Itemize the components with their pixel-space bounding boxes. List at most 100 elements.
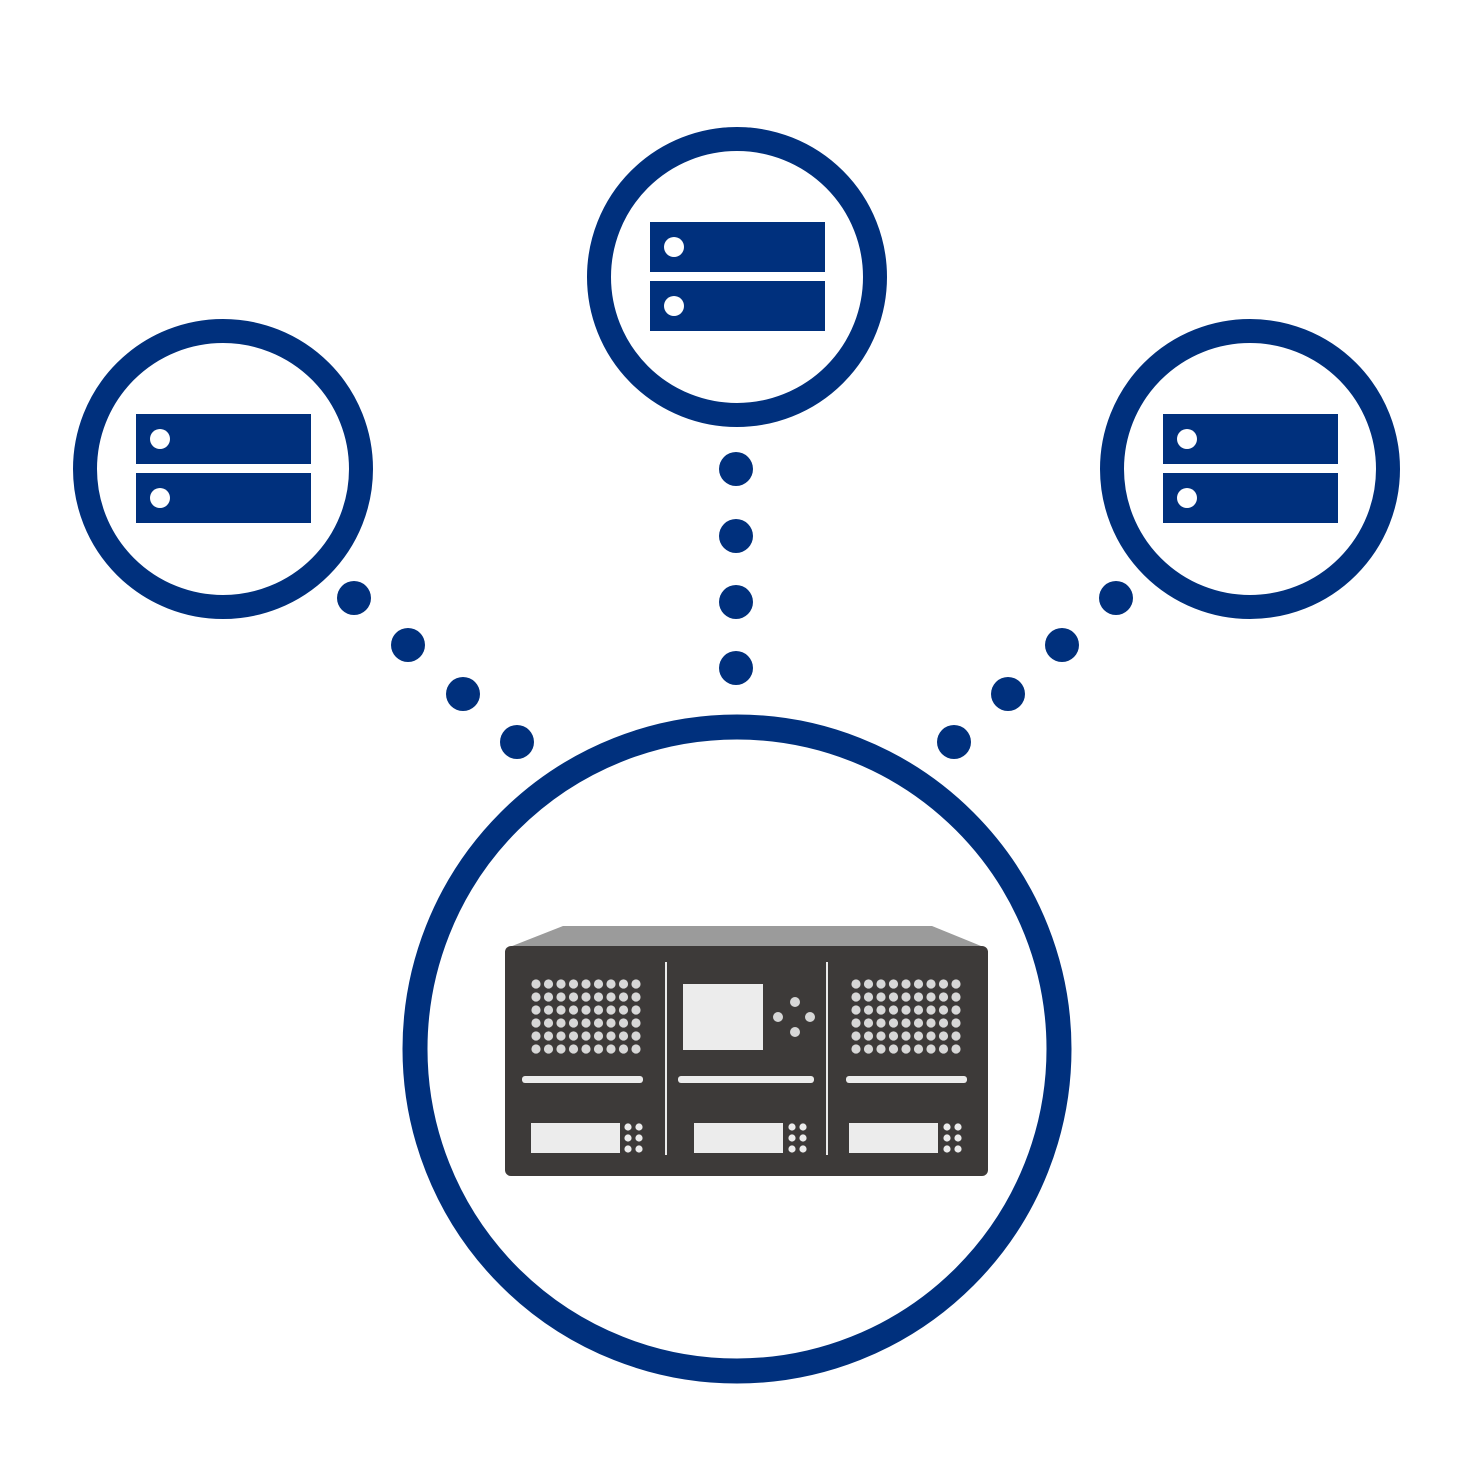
slot-dot [876, 1005, 886, 1015]
slot-dot [851, 979, 861, 989]
connection-left [337, 581, 534, 759]
drive-slot [694, 1123, 783, 1153]
slot-dot [951, 1044, 961, 1054]
server-icon [136, 414, 311, 523]
slot-dot [593, 979, 604, 989]
slot-dot [556, 1031, 566, 1041]
server-icon [650, 222, 825, 331]
slot-dot [876, 1018, 886, 1028]
connector-dot [337, 581, 371, 615]
connector-dot [719, 519, 753, 553]
slot-dot [581, 1005, 591, 1015]
slot-dot [788, 1134, 796, 1142]
slot-dot [938, 1005, 949, 1015]
slot-dot [635, 1134, 643, 1142]
slot-dot [606, 1005, 616, 1015]
slot-dot [788, 1123, 796, 1131]
slot-dot [631, 979, 641, 989]
connector-dot [937, 725, 971, 759]
slot-dot [556, 1044, 566, 1054]
slot-dot [568, 992, 579, 1002]
tape-library-node [402, 714, 1072, 1384]
slot-dot [543, 992, 554, 1002]
slot-dot [631, 1018, 641, 1028]
slot-dot [863, 979, 874, 989]
slot-grid-right [851, 979, 961, 1054]
slot-dot [618, 1018, 629, 1028]
slot-dot [951, 1018, 961, 1028]
slot-dot [799, 1145, 807, 1153]
slot-dot [531, 1005, 541, 1015]
slot-dot [851, 1031, 861, 1041]
slot-dot [851, 1044, 861, 1054]
slot-grid-left [531, 979, 641, 1054]
slot-dot [954, 1123, 962, 1131]
slot-dot [901, 1031, 911, 1041]
slot-dot [543, 1031, 554, 1041]
slot-dot [556, 979, 566, 989]
slot-dot [606, 1018, 616, 1028]
slot-dot [863, 1018, 874, 1028]
slot-dot [943, 1123, 951, 1131]
connection-right [937, 581, 1133, 759]
node-ring [73, 319, 373, 619]
slot-dot [531, 992, 541, 1002]
slot-dot [624, 1145, 632, 1153]
server-node-left [73, 319, 373, 619]
slot-dot [635, 1145, 643, 1153]
slot-dot [851, 1005, 861, 1015]
slot-dot [926, 1005, 936, 1015]
slot-dot [851, 1018, 861, 1028]
slot-dot [606, 1031, 616, 1041]
button-grid [788, 1123, 807, 1153]
slot-dot [624, 1134, 632, 1142]
nav-keypad [773, 997, 815, 1037]
slot-dot [888, 1031, 899, 1041]
slot-dot [606, 1044, 616, 1054]
slot-dot [618, 1031, 629, 1041]
slot-dot [863, 1031, 874, 1041]
slot-dot [951, 979, 961, 989]
server-node-center [587, 127, 887, 427]
slot-dot [635, 1123, 643, 1131]
slot-dot [593, 1044, 604, 1054]
divider-bar [522, 1076, 643, 1083]
slot-dot [901, 1005, 911, 1015]
slot-dot [901, 1044, 911, 1054]
slot-dot [581, 979, 591, 989]
connector-dot [991, 677, 1025, 711]
slot-dot [876, 979, 886, 989]
slot-dot [863, 1005, 874, 1015]
slot-dot [606, 992, 616, 1002]
slot-dot [938, 1044, 949, 1054]
slot-dot [876, 1044, 886, 1054]
connector-dot [1099, 581, 1133, 615]
slot-dot [876, 992, 886, 1002]
slot-dot [951, 992, 961, 1002]
display-screen [683, 984, 763, 1050]
slot-dot [913, 1031, 924, 1041]
slot-dot [531, 1044, 541, 1054]
slot-dot [593, 1031, 604, 1041]
slot-dot [618, 1005, 629, 1015]
slot-dot [556, 1018, 566, 1028]
slot-dot [593, 992, 604, 1002]
slot-dot [926, 1018, 936, 1028]
slot-dot [888, 992, 899, 1002]
slot-dot [581, 1044, 591, 1054]
slot-dot [926, 979, 936, 989]
slot-dot [556, 992, 566, 1002]
slot-dot [593, 1018, 604, 1028]
slot-dot [913, 1018, 924, 1028]
slot-dot [938, 979, 949, 989]
slot-dot [943, 1145, 951, 1153]
slot-dot [631, 992, 641, 1002]
slot-dot [593, 1005, 604, 1015]
slot-dot [568, 1005, 579, 1015]
slot-dot [926, 1031, 936, 1041]
slot-dot [799, 1123, 807, 1131]
slot-dot [851, 992, 861, 1002]
slot-dot [913, 992, 924, 1002]
slot-dot [543, 1018, 554, 1028]
